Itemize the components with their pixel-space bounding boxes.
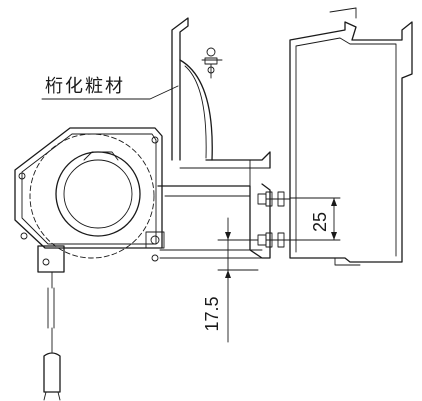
- dimension-label-upper-gap: 25: [310, 212, 330, 232]
- pull-cord-handle: [37, 245, 65, 401]
- callout-beam-fascia: 桁化粧材: [41, 76, 179, 100]
- lower-bolt: [257, 232, 291, 248]
- callout-label: 桁化粧材: [45, 76, 125, 96]
- dimension-label-lower-gap: 17.5: [202, 296, 222, 331]
- bolts: [257, 191, 291, 248]
- top-bracket-screws: [201, 47, 223, 79]
- mounting-bracket: [157, 159, 271, 259]
- upper-bolt: [257, 191, 291, 207]
- beam-fascia-cover: [171, 17, 271, 169]
- wall-frame-profile: [289, 7, 413, 266]
- roll-housing: [14, 127, 165, 262]
- dimension-lower-gap: 17.5: [202, 217, 259, 343]
- callout-leader-line: [41, 85, 179, 100]
- dimension-upper-gap: 25: [289, 197, 341, 241]
